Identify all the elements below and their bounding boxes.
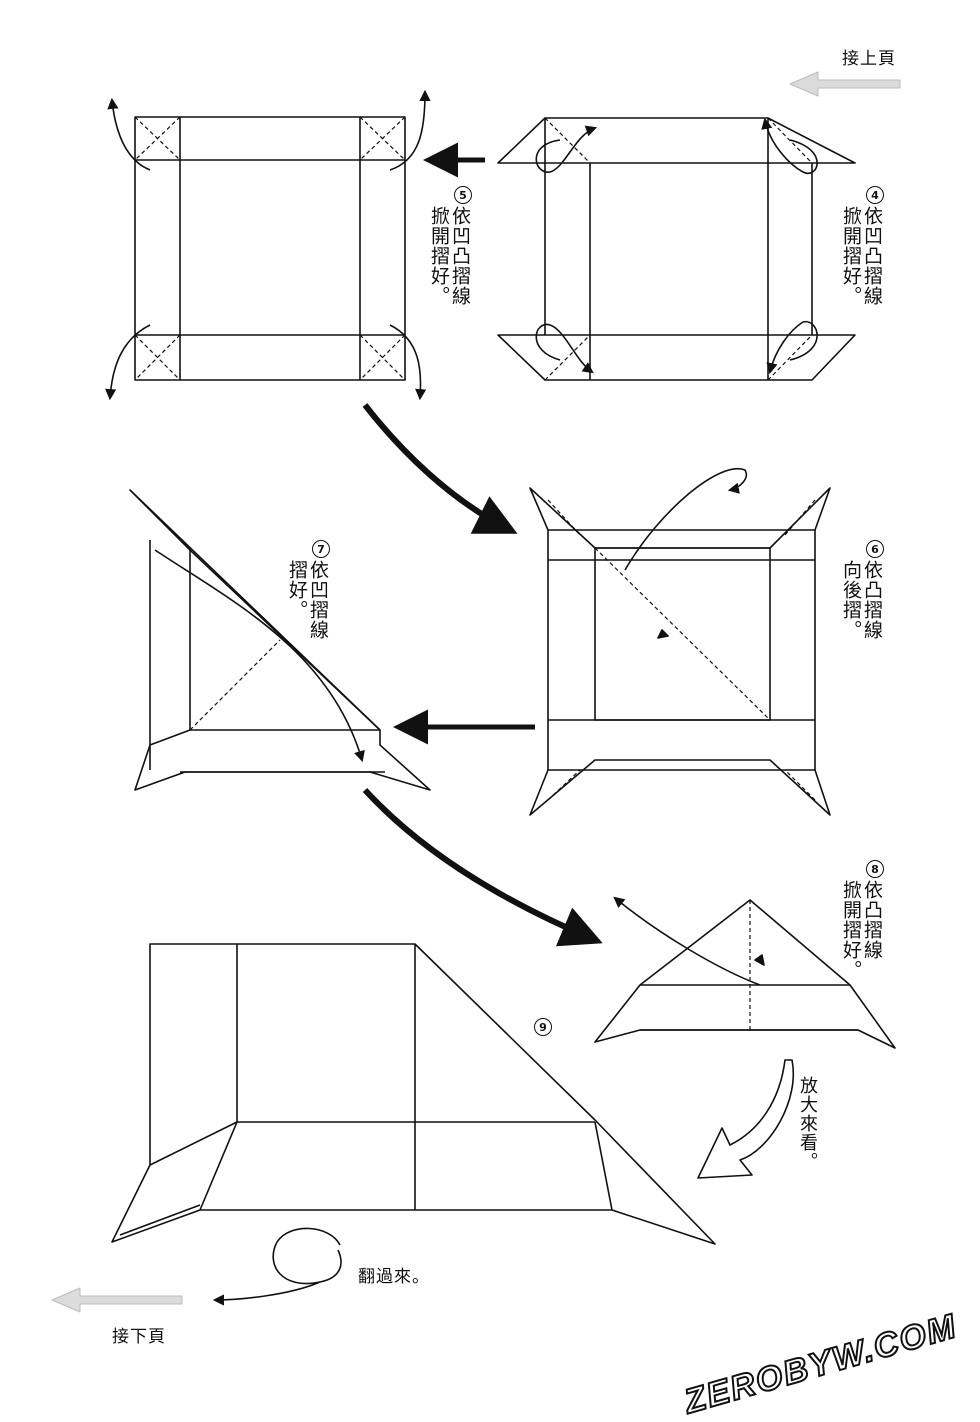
step7-figure <box>129 489 431 791</box>
next-page-label[interactable]: 接下頁 <box>112 1327 166 1347</box>
step9-number: 9 <box>534 1018 552 1036</box>
step7-to-step8-arrow-icon <box>362 787 603 947</box>
flip-over-arrow-icon <box>215 1227 342 1300</box>
step4-number: 4 <box>866 186 884 204</box>
step5-to-step6-arrow-icon <box>362 403 518 534</box>
step9-figure <box>111 943 716 1245</box>
step7-instruction: 依凹摺線 摺好。 <box>286 560 329 640</box>
step4-instruction: 依凹凸摺線 掀開摺好。 <box>840 206 883 306</box>
step8-figure <box>594 896 896 1049</box>
prev-page-label[interactable]: 接上頁 <box>842 49 896 69</box>
step8-number: 8 <box>866 860 884 878</box>
step5-number: 5 <box>454 186 472 204</box>
step8-instruction: 依凸摺線 掀開摺好。 <box>840 880 883 980</box>
step6-instruction: 依凸摺線 向後摺。 <box>840 560 883 640</box>
flip-note: 翻過來。 <box>358 1267 430 1287</box>
step7-number: 7 <box>312 540 330 558</box>
step5-figure <box>105 89 431 401</box>
next-page-arrow-icon <box>51 1287 183 1313</box>
zoom-arrow-icon <box>697 1059 795 1179</box>
zoom-note: 放大來看。 <box>797 1076 818 1171</box>
step6-figure <box>529 467 831 816</box>
step5-instruction: 依凹凸摺線 掀開摺好。 <box>428 206 471 306</box>
step4-figure <box>497 117 856 381</box>
prev-page-arrow-icon <box>789 71 901 97</box>
step6-number: 6 <box>866 540 884 558</box>
